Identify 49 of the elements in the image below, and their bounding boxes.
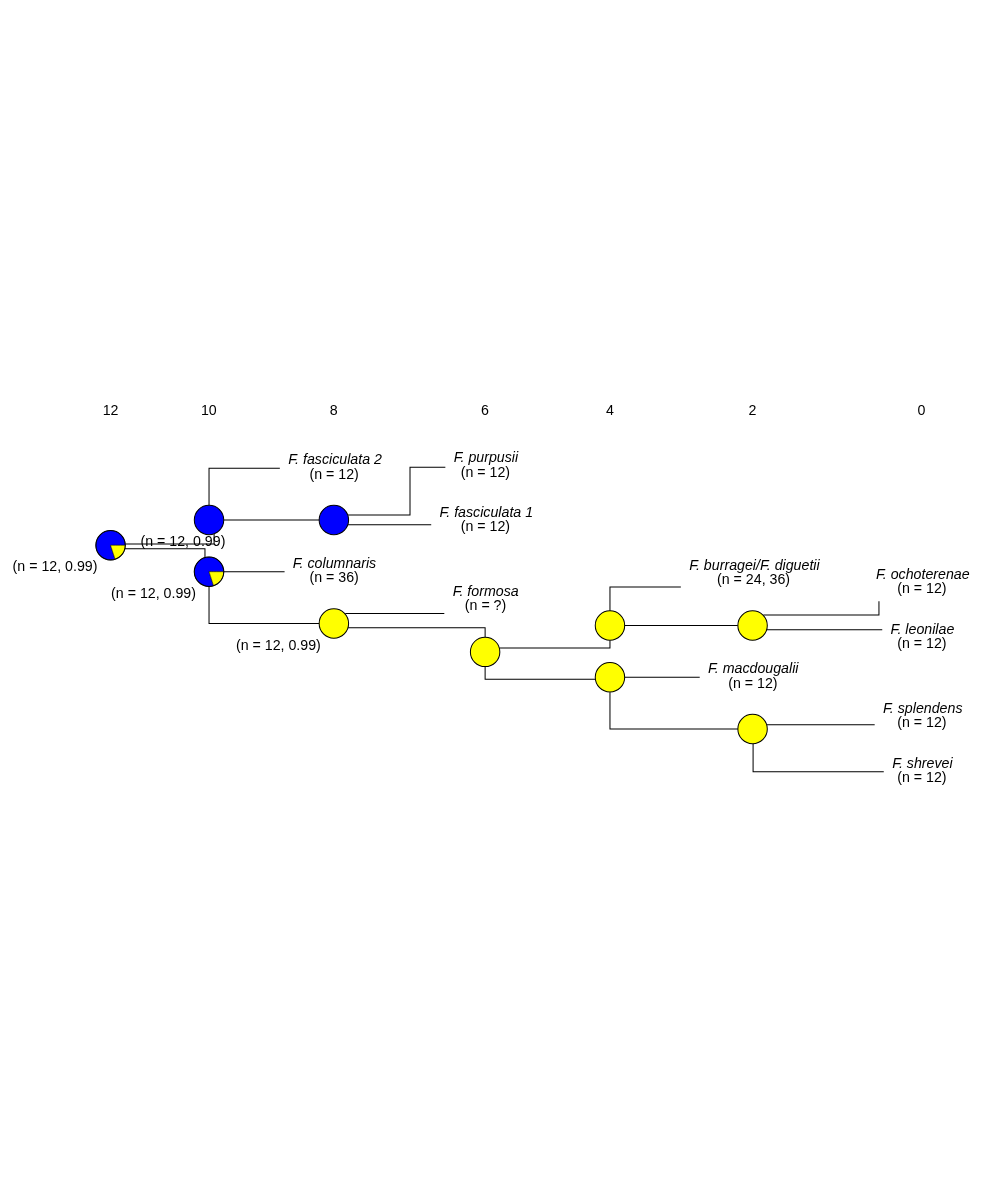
node-circle xyxy=(318,607,350,639)
node-label: (n = 12, 0.99) xyxy=(140,532,226,549)
connector xyxy=(624,624,739,626)
connector xyxy=(124,532,215,544)
connector xyxy=(609,691,739,730)
node-text: F. fasciculata 2 (n = 12) xyxy=(288,450,382,482)
connector xyxy=(752,742,885,772)
connector xyxy=(344,612,445,614)
connector xyxy=(766,628,883,630)
connector xyxy=(484,665,596,680)
node-text: F. splendens (n = 12) xyxy=(883,699,963,730)
node-text: F. leonilae (n = 12) xyxy=(890,620,955,651)
node-text: F. macdougalii (n = 12) xyxy=(707,659,799,691)
connector xyxy=(347,626,486,638)
connector xyxy=(624,676,701,678)
connector xyxy=(347,466,446,516)
label: 4 xyxy=(605,401,614,418)
node-text: F. burragei/F. diguetii (n = 24, 36) xyxy=(689,556,820,587)
label: 8 xyxy=(329,401,338,418)
connector xyxy=(347,523,432,525)
node-label: (n = 12, 0.99) xyxy=(12,557,98,574)
node-circle xyxy=(737,609,768,641)
connector xyxy=(208,585,320,624)
node-text: F. shrevei (n = 12) xyxy=(892,754,953,785)
connector xyxy=(208,467,281,505)
label: 10 xyxy=(200,401,217,418)
connector xyxy=(223,570,286,572)
connector xyxy=(766,723,876,725)
node-circle xyxy=(737,713,768,744)
node-text: F. formosa (n = ?) xyxy=(452,582,519,613)
node-circle xyxy=(318,504,350,535)
node-circle xyxy=(594,661,626,692)
label: 12 xyxy=(102,401,119,418)
connector xyxy=(498,639,611,649)
node-circle xyxy=(594,609,626,641)
label: 6 xyxy=(481,401,489,418)
node-text: F. fasciculata 1 (n = 12) xyxy=(439,503,534,534)
label: 0 xyxy=(917,401,926,418)
node-circle xyxy=(469,636,501,667)
node-circle xyxy=(193,504,225,535)
node-text: F. purpusii (n = 12) xyxy=(453,448,519,479)
node-text: F. columnaris (n = 36) xyxy=(292,554,377,585)
connector xyxy=(124,547,206,558)
connector xyxy=(609,585,682,611)
node-label: (n = 12, 0.99) xyxy=(235,636,321,653)
label: 2 xyxy=(748,401,757,418)
connector xyxy=(223,518,320,520)
node-label: (n = 12, 0.99) xyxy=(111,584,196,601)
node-text: F. ochoterenae (n = 12) xyxy=(875,565,970,596)
